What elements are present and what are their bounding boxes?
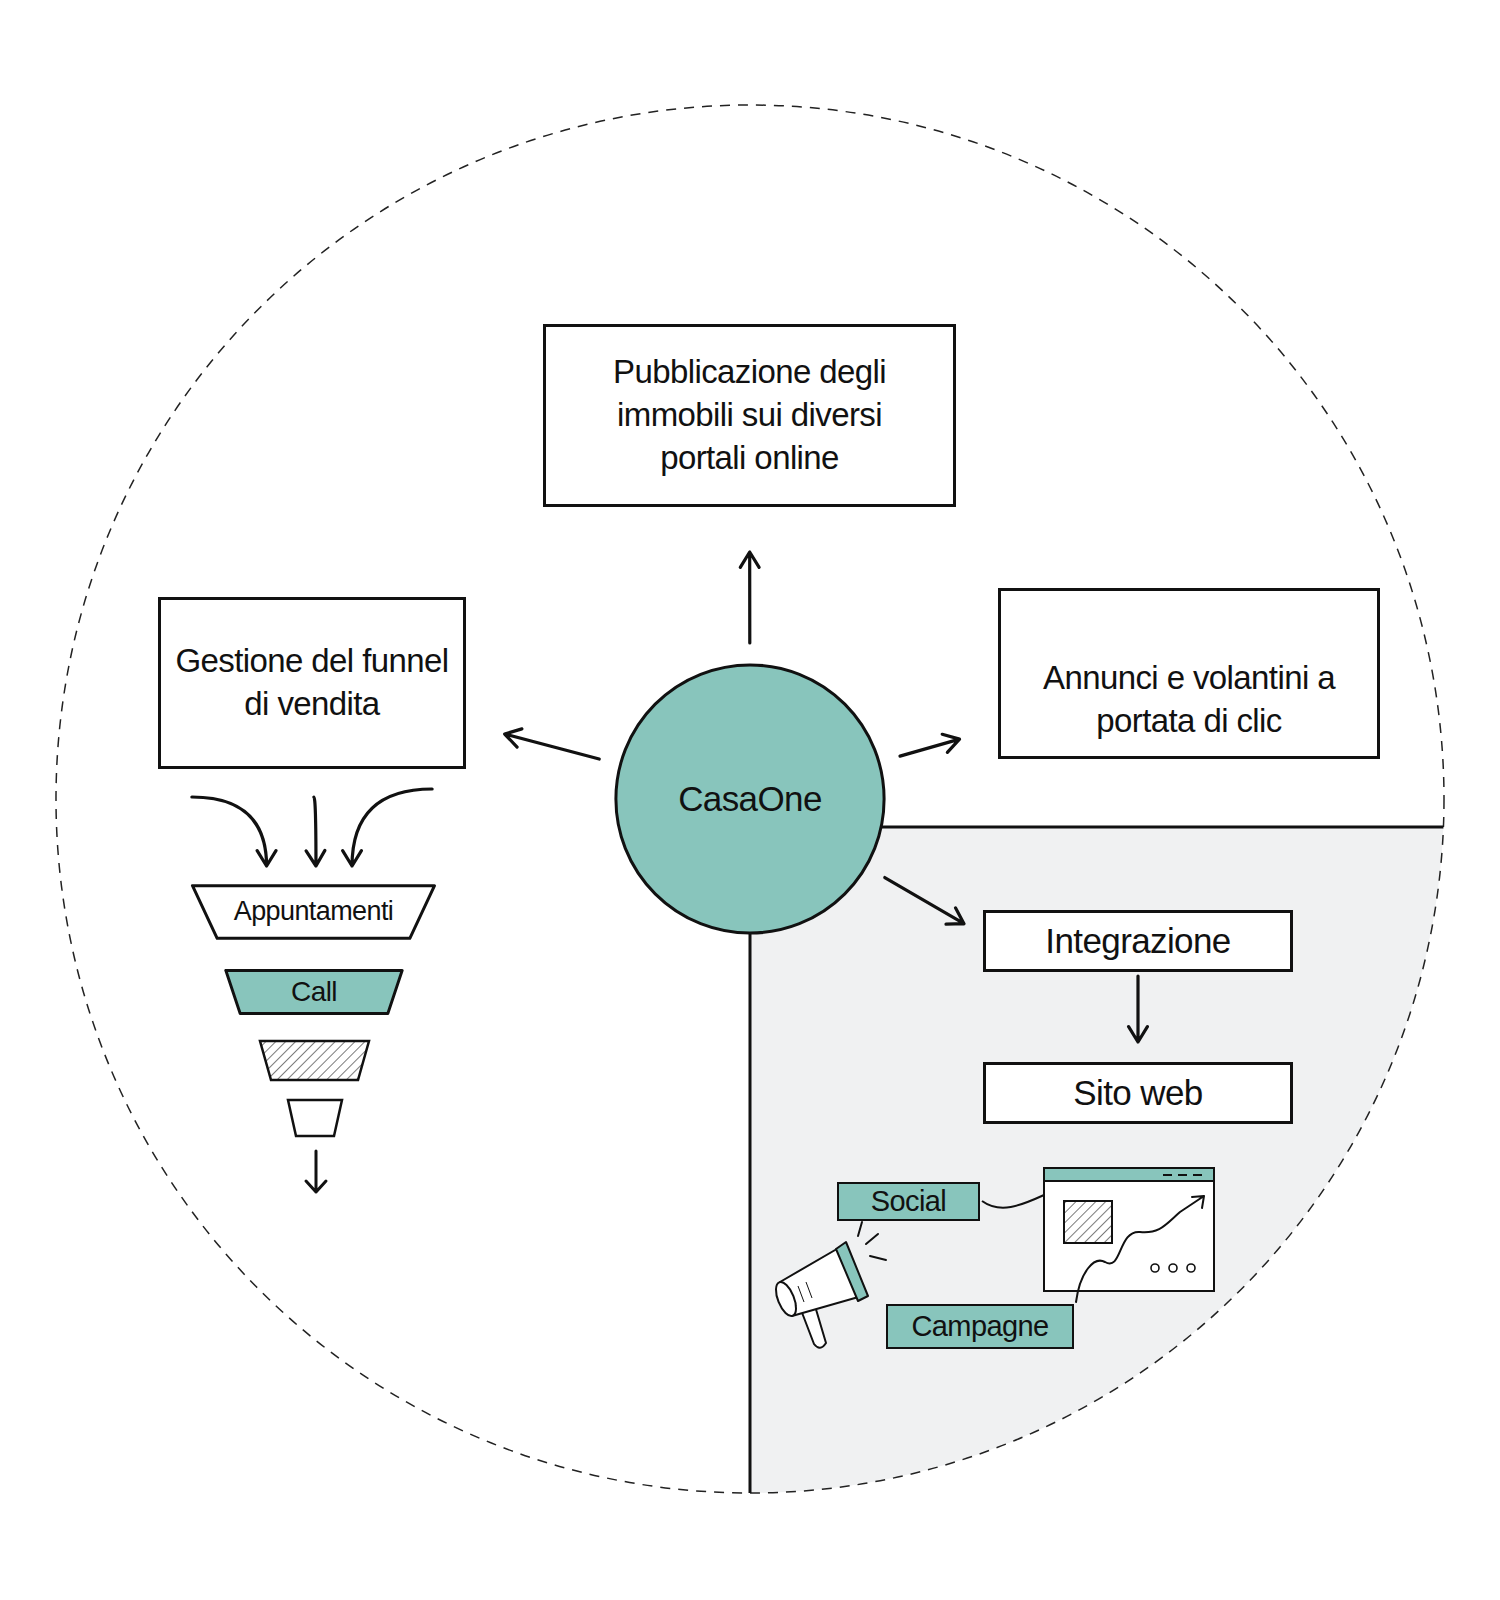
node-text: Social bbox=[871, 1183, 946, 1221]
dashed-circle bbox=[56, 105, 1444, 1493]
process-box: Pubblicazione degli immobili sui diversi… bbox=[543, 324, 956, 507]
browser-image bbox=[1064, 1201, 1112, 1243]
browser-dashes bbox=[1163, 1174, 1202, 1176]
quadrant-divider bbox=[750, 827, 1443, 1493]
browser-dot bbox=[1187, 1264, 1195, 1272]
social-leader bbox=[982, 1195, 1044, 1208]
process-box: Integrazione bbox=[983, 910, 1293, 972]
browser-dot bbox=[1169, 1264, 1177, 1272]
arrow-connector bbox=[885, 878, 964, 925]
node-text: Pubblicazione degli immobili sui diversi… bbox=[580, 351, 920, 480]
megaphone-icon bbox=[772, 1222, 886, 1348]
node-text: Integrazione bbox=[1045, 918, 1230, 964]
node-text: CasaOne bbox=[678, 776, 822, 822]
arrow-connector bbox=[192, 797, 276, 866]
process-box: Sito web bbox=[983, 1062, 1293, 1124]
node-text: Sito web bbox=[1073, 1070, 1202, 1116]
process-box: Campagne bbox=[886, 1304, 1074, 1349]
node-text: Annunci e volantini a portata di clic bbox=[1013, 657, 1365, 743]
growth-line bbox=[1076, 1196, 1204, 1302]
process-box: Gestione del funnel di vendita bbox=[158, 597, 466, 769]
browser-dot bbox=[1151, 1264, 1159, 1272]
arrow-connector bbox=[343, 789, 432, 866]
grey-quadrant bbox=[750, 827, 1443, 1493]
arrow-connector bbox=[740, 552, 759, 643]
funnel-out-arrow bbox=[306, 1151, 326, 1192]
funnel-stage: Appuntamenti bbox=[190, 884, 437, 940]
arrow-connector bbox=[900, 734, 960, 756]
browser-bar bbox=[1044, 1168, 1214, 1181]
process-box: Social bbox=[837, 1182, 980, 1221]
browser-window bbox=[1044, 1168, 1214, 1291]
funnel-segment bbox=[260, 1041, 369, 1080]
process-box: Annunci e volantini a portata di clic bbox=[998, 588, 1380, 759]
hub-circle: CasaOne bbox=[614, 663, 886, 935]
node-text: Call bbox=[291, 974, 337, 1010]
node-text: Gestione del funnel di vendita bbox=[175, 640, 450, 726]
funnel-segment bbox=[288, 1100, 342, 1136]
arrow-connector bbox=[1129, 976, 1148, 1042]
funnel-stage: Call bbox=[224, 969, 404, 1015]
arrow-connector bbox=[306, 797, 325, 866]
node-text: Appuntamenti bbox=[234, 894, 393, 929]
node-text: Campagne bbox=[911, 1308, 1048, 1346]
arrow-connector bbox=[505, 729, 600, 759]
